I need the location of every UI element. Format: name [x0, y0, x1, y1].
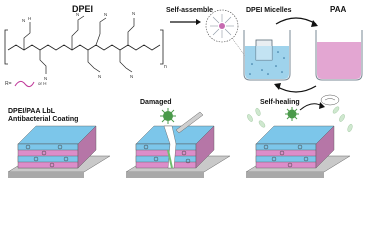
self-assemble-step: Self-assemble [166, 7, 213, 25]
svg-text:N: N [132, 11, 135, 16]
svg-text:N: N [98, 74, 101, 79]
beaker-icon [315, 30, 363, 81]
r-group-label: R= [5, 81, 12, 87]
dpei-beaker: DPEI Micelles [243, 7, 292, 81]
damaged-label: Damaged [140, 99, 172, 106]
self-healing-label: Self-healing [260, 99, 300, 106]
coating-label-line1: DPEI/PAA LbL [8, 108, 56, 115]
cycle-arrows [274, 17, 318, 93]
svg-text:H: H [28, 16, 31, 21]
svg-text:N: N [22, 18, 25, 23]
bacteria-icon [285, 107, 299, 121]
arrow-icon [299, 103, 323, 111]
tweezer-icon [175, 111, 204, 134]
paa-label: PAA [330, 5, 347, 14]
self-assemble-label: Self-assemble [166, 7, 213, 14]
svg-text:N: N [130, 74, 133, 79]
svg-text:N: N [76, 12, 79, 17]
bacteria-icon [160, 108, 176, 124]
svg-text:N: N [44, 76, 47, 81]
coating-block-damaged [125, 108, 231, 178]
coating-block-intact [7, 125, 111, 178]
svg-text:N: N [104, 12, 107, 17]
beaker-icon [243, 30, 291, 81]
r-or-label: or H [38, 81, 47, 86]
coating-block-healed [245, 94, 353, 178]
paa-beaker: PAA [315, 5, 363, 81]
dpei-title: DPEI [72, 4, 93, 14]
subscript-n: n [164, 64, 167, 70]
micelle-icon [205, 9, 249, 61]
coating-label-line2: Antibacterial Coating [8, 116, 78, 123]
dpei-micelles-label: DPEI Micelles [246, 7, 292, 14]
